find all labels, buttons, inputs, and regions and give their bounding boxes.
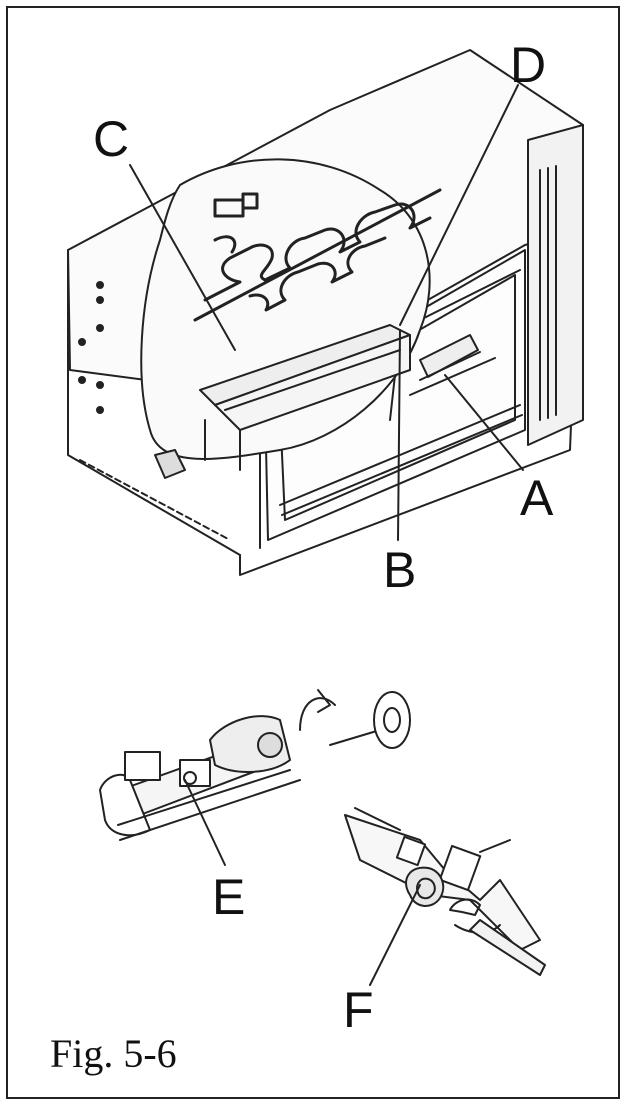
burner-removal-diagram bbox=[99, 689, 546, 986]
leader-b bbox=[397, 329, 401, 541]
label-a: A bbox=[520, 470, 554, 526]
leader-d bbox=[399, 84, 519, 326]
heating-element-d bbox=[193, 188, 442, 322]
label-e: E bbox=[212, 869, 246, 925]
figure-caption: Fig. 5-6 bbox=[50, 1031, 177, 1076]
magnified-view bbox=[140, 158, 442, 479]
leader-c bbox=[129, 164, 236, 351]
burner-tray-c bbox=[154, 324, 411, 479]
label-b: B bbox=[383, 542, 417, 598]
label-f: F bbox=[343, 982, 374, 1038]
label-c: C bbox=[93, 111, 130, 167]
leader-a bbox=[444, 374, 524, 471]
label-d: D bbox=[510, 37, 547, 93]
burner-a bbox=[409, 334, 496, 396]
